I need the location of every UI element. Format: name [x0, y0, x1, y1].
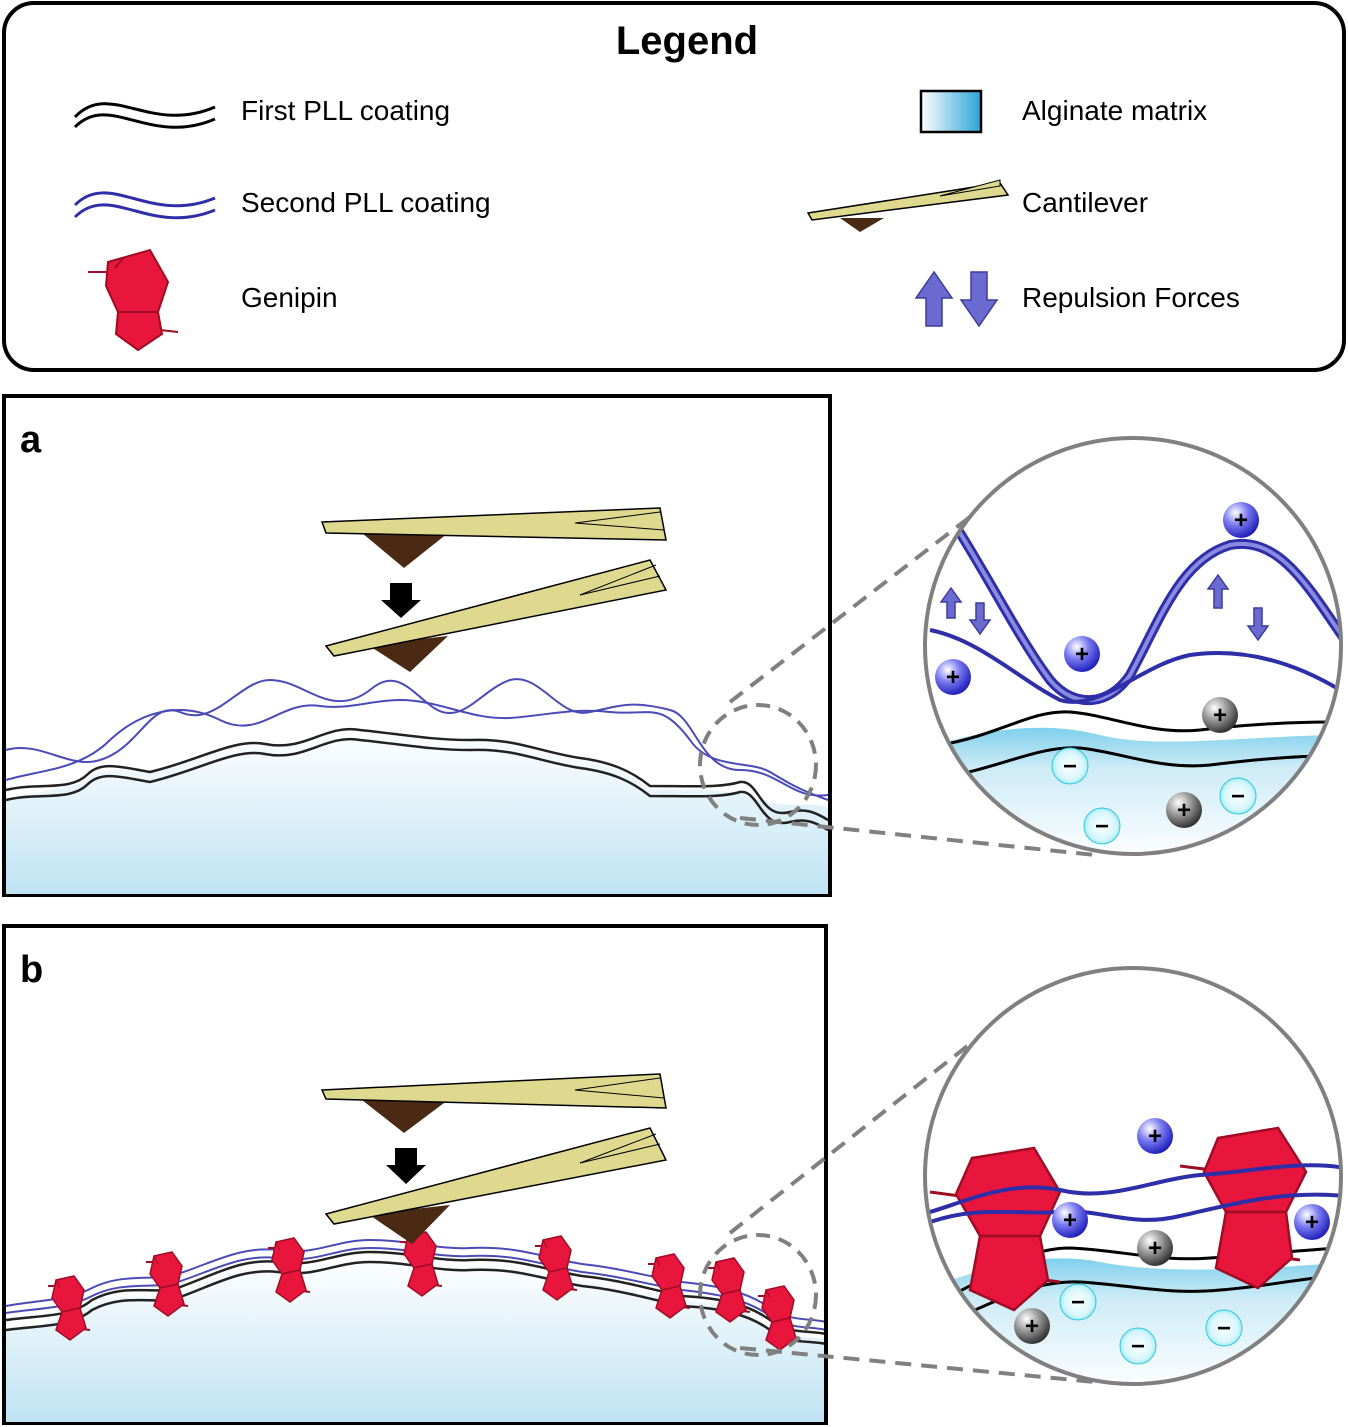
second-pll-coating	[5, 678, 829, 801]
legend-title: Legend	[616, 19, 758, 63]
panel-b: b	[2, 924, 1343, 1425]
svg-text:−: −	[1131, 1333, 1145, 1360]
genipin-swatch	[88, 248, 179, 352]
svg-text:−: −	[1071, 1289, 1085, 1316]
repulsion-swatch	[914, 270, 999, 328]
legend-frame	[2, 1, 1346, 372]
zoom-detail-b: + + + + + − − −	[923, 966, 1343, 1386]
zoom-first-pll-a	[939, 710, 1331, 780]
ion-plus: +	[1137, 1230, 1173, 1266]
panel-a: a	[2, 394, 1343, 897]
cantilever-lower	[324, 1127, 668, 1244]
legend: Legend First PLL coating Second PLL coat…	[2, 1, 1346, 372]
ion-plus: +	[1223, 502, 1259, 538]
cantilever-upper	[320, 507, 667, 568]
zoom-connectors-b	[728, 1038, 1096, 1384]
svg-text:−: −	[1063, 753, 1077, 780]
svg-text:+: +	[1063, 1207, 1077, 1234]
first-pll-label: First PLL coating	[241, 95, 450, 126]
panel-b-label: b	[20, 949, 43, 991]
cantilever-lower	[324, 559, 668, 672]
ion-plus: +	[1052, 1202, 1088, 1238]
ion-minus: −	[1219, 777, 1257, 815]
approach-arrow-a	[381, 583, 421, 618]
ion-plus: +	[1064, 636, 1100, 672]
ion-minus: −	[1059, 1283, 1097, 1321]
svg-text:+: +	[1075, 641, 1089, 668]
cantilever-upper	[320, 1073, 667, 1133]
ion-minus: −	[1119, 1327, 1157, 1365]
ion-minus: −	[1083, 807, 1121, 845]
second-pll-swatch	[73, 191, 216, 220]
svg-text:+: +	[1234, 507, 1248, 534]
first-pll-coating	[5, 727, 829, 832]
alginate-swatch	[919, 89, 983, 134]
ion-plus: +	[1137, 1118, 1173, 1154]
svg-text:−: −	[1231, 783, 1245, 810]
svg-text:−: −	[1095, 813, 1109, 840]
repulsion-label: Repulsion Forces	[1022, 282, 1240, 313]
zoom-second-pll-a	[929, 522, 1341, 706]
cantilever-swatch	[806, 179, 1010, 232]
ion-plus: +	[1202, 697, 1238, 733]
approach-arrow-b	[386, 1148, 426, 1184]
zoom-repulsion-arrows-a	[939, 573, 1270, 642]
svg-text:+: +	[1148, 1235, 1162, 1262]
svg-text:+: +	[1305, 1209, 1319, 1236]
ion-plus: +	[1294, 1204, 1330, 1240]
ion-plus: +	[1166, 792, 1202, 828]
zoom-second-pll-b	[929, 1163, 1341, 1224]
svg-text:+: +	[1213, 702, 1227, 729]
alginate-matrix	[6, 730, 828, 894]
cantilever-label: Cantilever	[1022, 187, 1148, 218]
first-pll-swatch	[73, 102, 216, 129]
zoom-detail-a: + + + + + − − −	[923, 436, 1343, 856]
second-pll-label: Second PLL coating	[241, 187, 491, 218]
ion-plus: +	[935, 659, 971, 695]
ion-minus: −	[1051, 747, 1089, 785]
ion-plus: +	[1014, 1308, 1050, 1344]
zoom-connectors-a	[728, 511, 1096, 857]
zoom-region-b	[698, 1233, 818, 1357]
svg-text:−: −	[1217, 1315, 1231, 1342]
svg-text:+: +	[1148, 1123, 1162, 1150]
genipin-label: Genipin	[241, 282, 338, 313]
ion-minus: −	[1205, 1309, 1243, 1347]
zoom-region-a	[698, 703, 818, 827]
panel-a-label: a	[20, 419, 42, 461]
alginate-label: Alginate matrix	[1022, 95, 1207, 126]
svg-text:+: +	[946, 664, 960, 691]
svg-text:+: +	[1177, 797, 1191, 824]
zoom-circle-a	[923, 436, 1343, 856]
svg-text:+: +	[1025, 1313, 1039, 1340]
zoom-circle-b	[923, 966, 1343, 1386]
alginate-matrix	[6, 1258, 824, 1422]
